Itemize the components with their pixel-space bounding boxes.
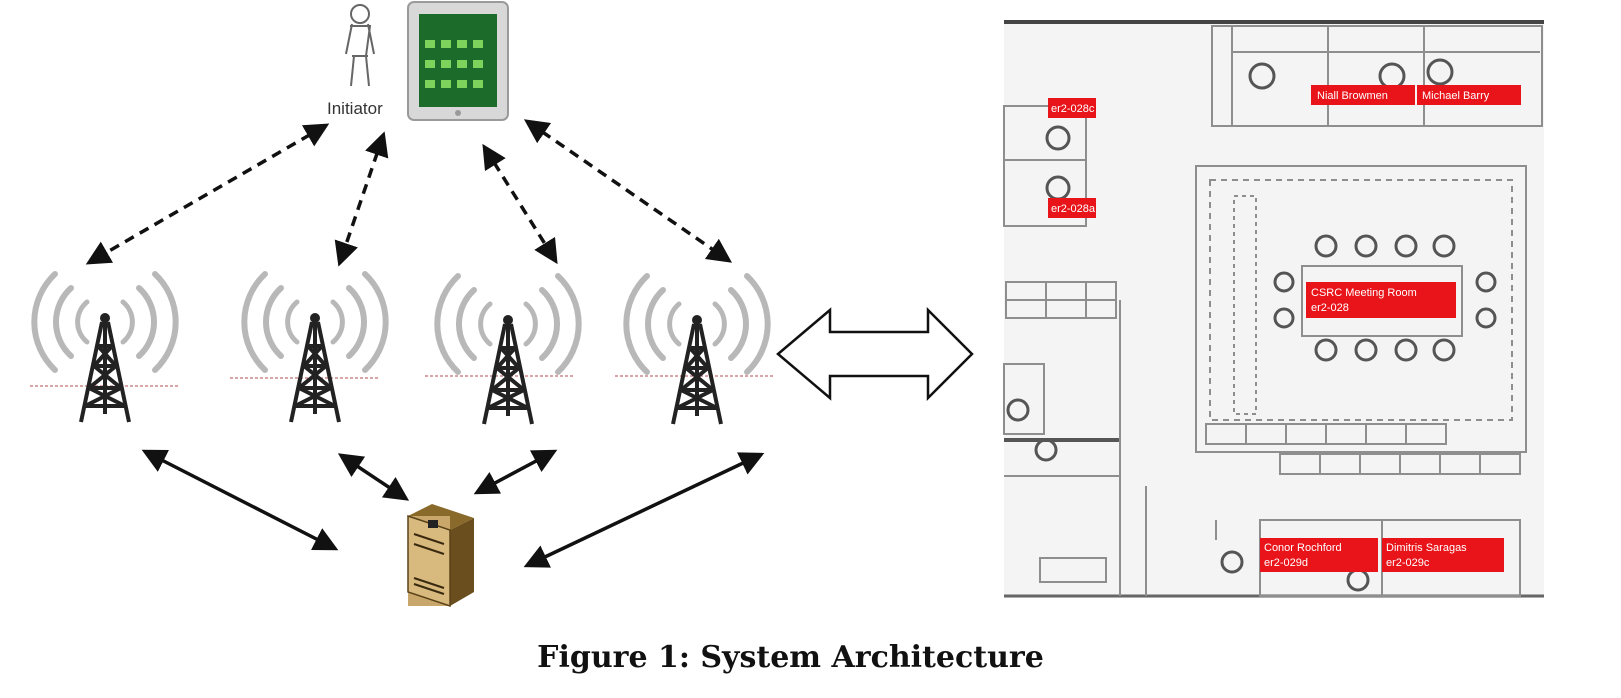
tower-icon-2 [244, 274, 385, 422]
room-label-er2028a-bg [1048, 198, 1096, 218]
wireless-link-1 [85, 123, 330, 265]
room-label-dimitris-bg [1382, 538, 1504, 572]
room-label-er2028c-bg [1048, 98, 1096, 118]
room-label-conor-bg [1260, 538, 1378, 572]
tower-icon-1 [34, 274, 175, 422]
wired-link-3 [473, 449, 558, 495]
room-label-meeting-name: CSRC Meeting Room [1311, 287, 1417, 299]
room-label-niall-bg [1311, 85, 1415, 105]
room-label-conor-id: er2-029d [1264, 557, 1308, 569]
ground-lines [30, 375, 775, 387]
tower-icon-4 [626, 276, 767, 424]
wireless-link-4 [523, 119, 733, 263]
wired-links [141, 449, 765, 568]
initiator-label: Initiator [327, 99, 383, 118]
room-label-niall: Niall Browmen [1317, 90, 1388, 102]
room-label-meeting-bg [1306, 282, 1456, 318]
room-label-dimitris-id: er2-029c [1386, 557, 1430, 569]
wireless-link-2 [334, 131, 389, 267]
wired-link-2 [337, 453, 410, 501]
wireless-link-3 [482, 143, 558, 265]
room-label-meeting-id: er2-028 [1311, 302, 1349, 314]
wireless-links [85, 119, 733, 267]
room-label-er2028c: er2-028c [1051, 103, 1095, 115]
room-labels: Niall Browmen Michael Barry er2-028c er2… [1048, 85, 1521, 572]
person-icon [345, 4, 375, 87]
tablet-icon [407, 1, 509, 121]
room-label-dimitris-name: Dimitris Saragas [1386, 542, 1467, 554]
tower-icon-3 [437, 276, 578, 424]
double-arrow-icon [776, 306, 974, 402]
wired-link-4 [523, 452, 765, 568]
room-label-er2028a: er2-028a [1051, 203, 1096, 215]
figure-caption: Figure 1: System Architecture [0, 640, 1621, 675]
room-label-michael: Michael Barry [1422, 90, 1490, 102]
room-label-conor-name: Conor Rochford [1264, 542, 1342, 554]
figure-caption-text: Figure 1: System Architecture [537, 640, 1044, 675]
room-label-michael-bg [1417, 85, 1521, 105]
wired-link-1 [141, 449, 339, 551]
server-icon [407, 504, 474, 608]
